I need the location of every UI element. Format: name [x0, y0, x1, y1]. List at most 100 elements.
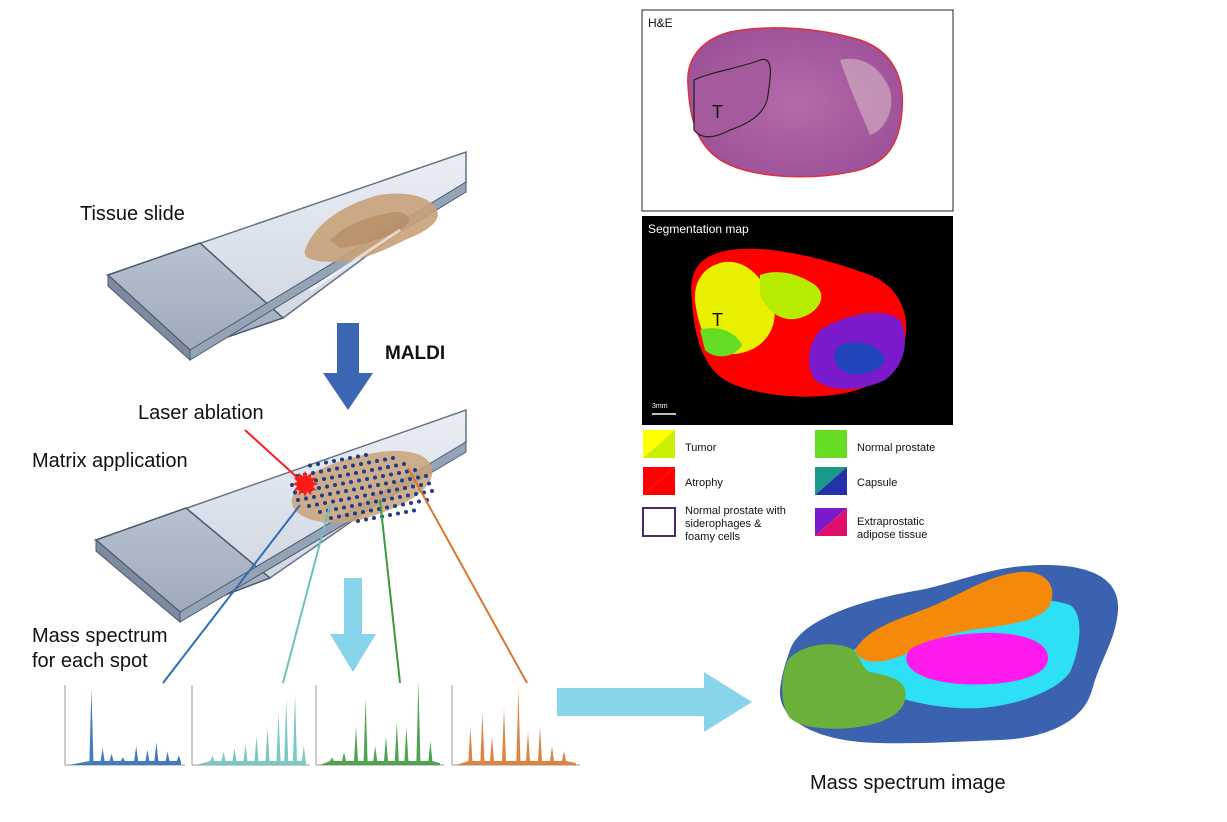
matrix-dot [308, 463, 312, 468]
mass-spectrum-label-2: for each spot [32, 650, 148, 672]
matrix-dot [320, 493, 324, 498]
matrix-dot [315, 502, 319, 507]
matrix-dot [414, 492, 418, 496]
legend-swatches [642, 430, 847, 537]
spectrum-trace [320, 681, 440, 765]
matrix-dot [371, 492, 375, 496]
matrix-dot [336, 490, 340, 495]
matrix-dot [342, 505, 346, 510]
tissue-slide-bottom [93, 408, 467, 624]
matrix-dot [427, 481, 431, 486]
matrix-dot [351, 463, 355, 468]
matrix-dot [296, 498, 300, 502]
legend-line: Normal prostate with [685, 505, 786, 517]
down-arrow-light [330, 578, 376, 672]
scale-bar-label: 3mm [652, 403, 668, 410]
legend-line: foamy cells [685, 531, 741, 543]
matrix-dot [404, 510, 408, 514]
matrix-dot [402, 462, 406, 466]
matrix-dot [339, 498, 343, 502]
matrix-dot [374, 499, 378, 504]
matrix-dot [335, 466, 339, 471]
matrix-dot [319, 469, 323, 474]
matrix-dot [400, 478, 404, 483]
matrix-dot [387, 489, 391, 493]
matrix-dot [396, 511, 400, 516]
legend-swatch [815, 430, 847, 458]
legend-swatch [643, 430, 675, 458]
matrix-dot [357, 478, 361, 483]
matrix-dot [388, 513, 392, 517]
segmentation-title: Segmentation map [648, 222, 749, 236]
matrix-dot [416, 475, 420, 480]
right-arrow-light [557, 672, 752, 732]
matrix-dot [409, 501, 413, 505]
matrix-dot [386, 465, 390, 469]
legend-swatch [815, 467, 847, 495]
maldi-label: MALDI [385, 343, 446, 364]
matrix-dot [325, 484, 329, 489]
matrix-dot [307, 504, 311, 508]
matrix-dot [424, 474, 428, 478]
matrix-dot [337, 514, 341, 519]
matrix-dot [354, 471, 358, 475]
matrix-dot [384, 481, 388, 486]
legend-label-normal-prostate: Normal prostate [857, 442, 936, 454]
matrix-dot [393, 504, 397, 508]
matrix-dot [312, 495, 316, 499]
matrix-dot [345, 513, 349, 517]
matrix-dot [327, 468, 331, 472]
matrix-dot [323, 501, 327, 505]
matrix-dot [316, 462, 320, 466]
legend-line: siderophages & [685, 518, 762, 530]
matrix-dot [383, 457, 387, 462]
matrix-dot [356, 454, 360, 459]
matrix-dot [338, 474, 342, 478]
laser-pointer-line [244, 429, 301, 481]
matrix-dot [395, 487, 399, 492]
matrix-dot [362, 469, 366, 474]
matrix-dot [346, 472, 350, 477]
matrix-dot [378, 466, 382, 471]
matrix-dot [389, 472, 393, 477]
matrix-dot [332, 459, 336, 463]
matrix-dot [330, 475, 334, 480]
segmentation-panel [642, 216, 953, 425]
matrix-dot [381, 474, 385, 478]
matrix-dot [360, 486, 364, 490]
legend-label-atrophy: Atrophy [685, 477, 723, 489]
matrix-dot [373, 475, 377, 480]
matrix-dot [391, 456, 395, 460]
matrix-dot [417, 499, 421, 504]
matrix-dot [350, 504, 354, 508]
matrix-dot [359, 462, 363, 466]
matrix-dot [366, 501, 370, 505]
matrix-dot [348, 456, 352, 460]
matrix-dot [419, 483, 423, 487]
legend-line: Extraprostatic [857, 516, 925, 528]
matrix-dot [394, 463, 398, 468]
matrix-dot [333, 483, 337, 487]
matrix-dot [340, 457, 344, 462]
matrix-dot [364, 517, 368, 522]
matrix-dot [398, 495, 402, 499]
matrix-dot [293, 490, 297, 495]
legend-line: adipose tissue [857, 529, 928, 541]
laser-ablation-label: Laser ablation [138, 402, 264, 424]
matrix-dot [430, 489, 434, 493]
matrix-dot [344, 489, 348, 493]
matrix-dot [397, 471, 401, 475]
matrix-dot [392, 480, 396, 484]
matrix-dot [368, 484, 372, 489]
laser-spot [292, 471, 318, 497]
matrix-dot [379, 490, 383, 495]
matrix-dot [411, 484, 415, 489]
matrix-dot [328, 492, 332, 496]
he-tumor-mark: T [712, 102, 723, 122]
matrix-dot [314, 478, 318, 483]
tissue-slide-top [105, 150, 467, 362]
he-panel [641, 9, 954, 212]
matrix-dot [361, 510, 365, 514]
